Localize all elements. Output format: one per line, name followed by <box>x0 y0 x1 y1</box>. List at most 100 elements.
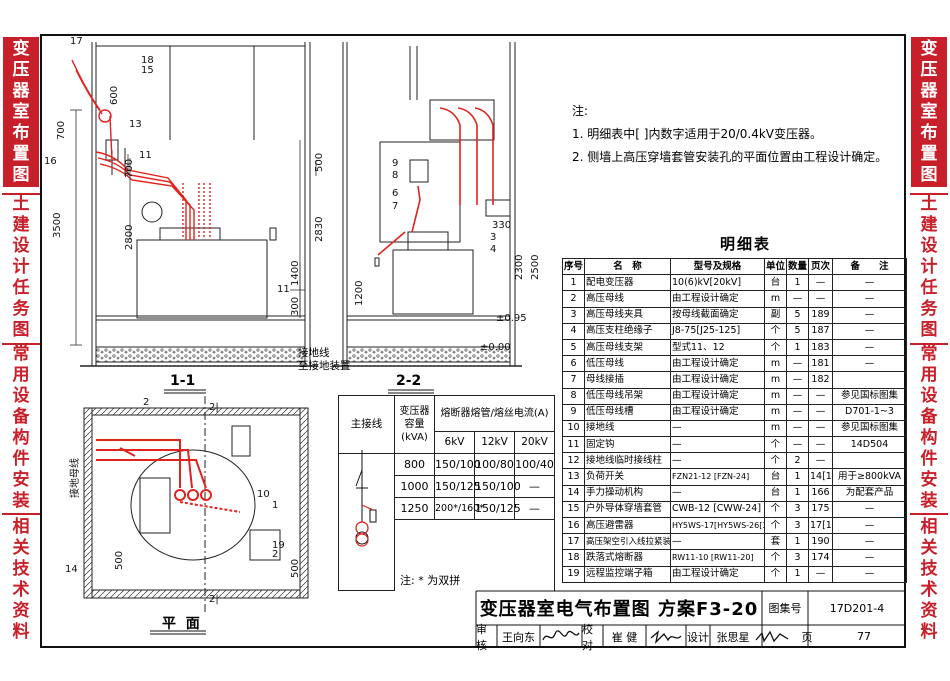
detail-cell: 1 <box>786 565 809 583</box>
view-title-underlines <box>150 389 434 635</box>
detail-cell: — <box>786 355 809 373</box>
left-tab-4[interactable]: 相关技术资料 <box>2 516 40 644</box>
detail-cell: 跌落式熔断器 <box>584 549 671 567</box>
left-tab-2[interactable]: 土建设计任务图 <box>2 194 40 340</box>
tab-char: 图 <box>920 319 938 340</box>
tab-char: 料 <box>12 622 30 642</box>
detail-cell: 7 <box>562 371 585 389</box>
detail-cell: 19 <box>562 565 585 583</box>
section-1-1-busbars <box>71 59 211 240</box>
detail-cell: 5 <box>786 306 809 324</box>
check-label: 校对 <box>582 622 593 652</box>
detail-cell: 高压母线支架 <box>584 338 671 357</box>
detail-cell: HY5WS-17[HY5WS-26[34]] <box>670 516 765 535</box>
fuse-cell: 200*/160* <box>434 497 484 520</box>
tab-char: 置 <box>920 143 938 164</box>
detail-cell: — <box>808 436 833 454</box>
checker-name: 崔 健 <box>611 630 638 644</box>
tab-char: 用 <box>12 365 30 385</box>
tab-char: 器 <box>12 80 30 101</box>
tab-separator <box>910 343 948 345</box>
tab-char: 构 <box>920 428 938 448</box>
page-number: 77 <box>857 630 871 643</box>
plan-labels: 2 2| 2| 10 1 19 2 14 接地母线 500 500 <box>65 397 301 605</box>
detail-cell: 台 <box>764 274 787 292</box>
tab-char: 构 <box>12 428 30 448</box>
tab-char: 备 <box>12 407 30 427</box>
section-1-1-title: 1-1 <box>170 373 196 389</box>
plan-view-title: 平 面 <box>162 616 200 632</box>
section-2-2-title: 2-2 <box>396 373 422 389</box>
section-1-1-labels: 17 18 15 13 11 16 11 3500 700 600 700 28… <box>44 36 325 316</box>
detail-cell: 由工程设计确定 <box>670 565 765 583</box>
svg-text:16: 16 <box>44 156 57 167</box>
detail-cell: CWB-12 [CWW-24] <box>670 500 765 519</box>
svg-text:18: 18 <box>141 55 154 66</box>
detail-cell: — <box>808 452 833 470</box>
right-tab-3[interactable]: 常用设备构件安装 <box>910 344 948 511</box>
detail-cell: 接地线 <box>584 419 671 438</box>
detail-cell: 12 <box>562 452 585 470</box>
detail-cell: 5 <box>562 338 585 357</box>
detail-cell: 为配套产品 <box>832 484 907 502</box>
svg-text:19: 19 <box>272 540 285 551</box>
detail-cell: — <box>808 419 833 438</box>
tab-char: 任 <box>920 277 938 298</box>
svg-text:700: 700 <box>124 159 135 178</box>
detail-cell: — <box>670 419 765 438</box>
tab-char: 件 <box>12 449 30 469</box>
tab-char: 关 <box>920 538 938 558</box>
detail-cell: 套 <box>764 533 787 551</box>
detail-cell: 低压母线槽 <box>584 403 671 421</box>
left-tab-1[interactable]: 变压器室布置图 <box>2 36 40 188</box>
design-label: 设计 <box>687 630 709 644</box>
detail-cell: 3 <box>562 306 585 324</box>
main-wiring-header: 主接线 <box>338 395 395 454</box>
fuse-cell: 1250 <box>394 497 435 520</box>
detail-cell: 166 <box>808 484 833 502</box>
svg-text:2300: 2300 <box>514 255 525 280</box>
detail-cell: 手力操动机构 <box>584 484 671 502</box>
tab-separator <box>2 193 40 195</box>
svg-text:接地母线: 接地母线 <box>68 458 81 498</box>
tab-char: 装 <box>920 491 938 511</box>
designer-signature <box>752 625 792 648</box>
detail-cell: 个 <box>764 549 787 567</box>
detail-cell <box>832 452 907 470</box>
detail-cell: 配电变压器 <box>584 274 671 292</box>
detail-cell: m <box>764 290 787 308</box>
detail-cell: 个 <box>764 338 787 357</box>
svg-text:1200: 1200 <box>354 281 365 306</box>
detail-cell: 高压母线夹具 <box>584 306 671 324</box>
right-tab-2[interactable]: 土建设计任务图 <box>910 194 948 340</box>
detail-cell: 由工程设计确定 <box>670 387 765 405</box>
tab-char: 变 <box>12 38 30 59</box>
detail-cell: 由工程设计确定 <box>670 403 765 421</box>
reviewer-name: 王向东 <box>502 630 535 644</box>
detail-cell: 高压支柱绝缘子 <box>584 322 671 340</box>
svg-text:2800: 2800 <box>124 225 135 250</box>
svg-text:6: 6 <box>392 188 398 199</box>
detail-cell: 个 <box>764 452 787 470</box>
detail-cell: m <box>764 419 787 438</box>
detail-cell: 户外导体穿墙套管 <box>584 500 671 519</box>
left-tab-3[interactable]: 常用设备构件安装 <box>2 344 40 511</box>
tab-char: 压 <box>12 59 30 80</box>
detail-cell: — <box>786 290 809 308</box>
section-2-2-busbars <box>377 107 494 256</box>
right-tab-1[interactable]: 变压器室布置图 <box>910 36 948 188</box>
detail-cell: 固定钩 <box>584 436 671 454</box>
detail-cell: 1 <box>786 274 809 292</box>
tab-char: 备 <box>920 407 938 427</box>
right-tab-4[interactable]: 相关技术资料 <box>910 516 948 644</box>
detail-table-header: 序号名 称型号及规格单位数量页次备 注 <box>562 257 907 276</box>
fuse-cell: 800 <box>394 453 435 476</box>
detail-cell: 3 <box>786 500 809 519</box>
tab-separator <box>2 343 40 345</box>
